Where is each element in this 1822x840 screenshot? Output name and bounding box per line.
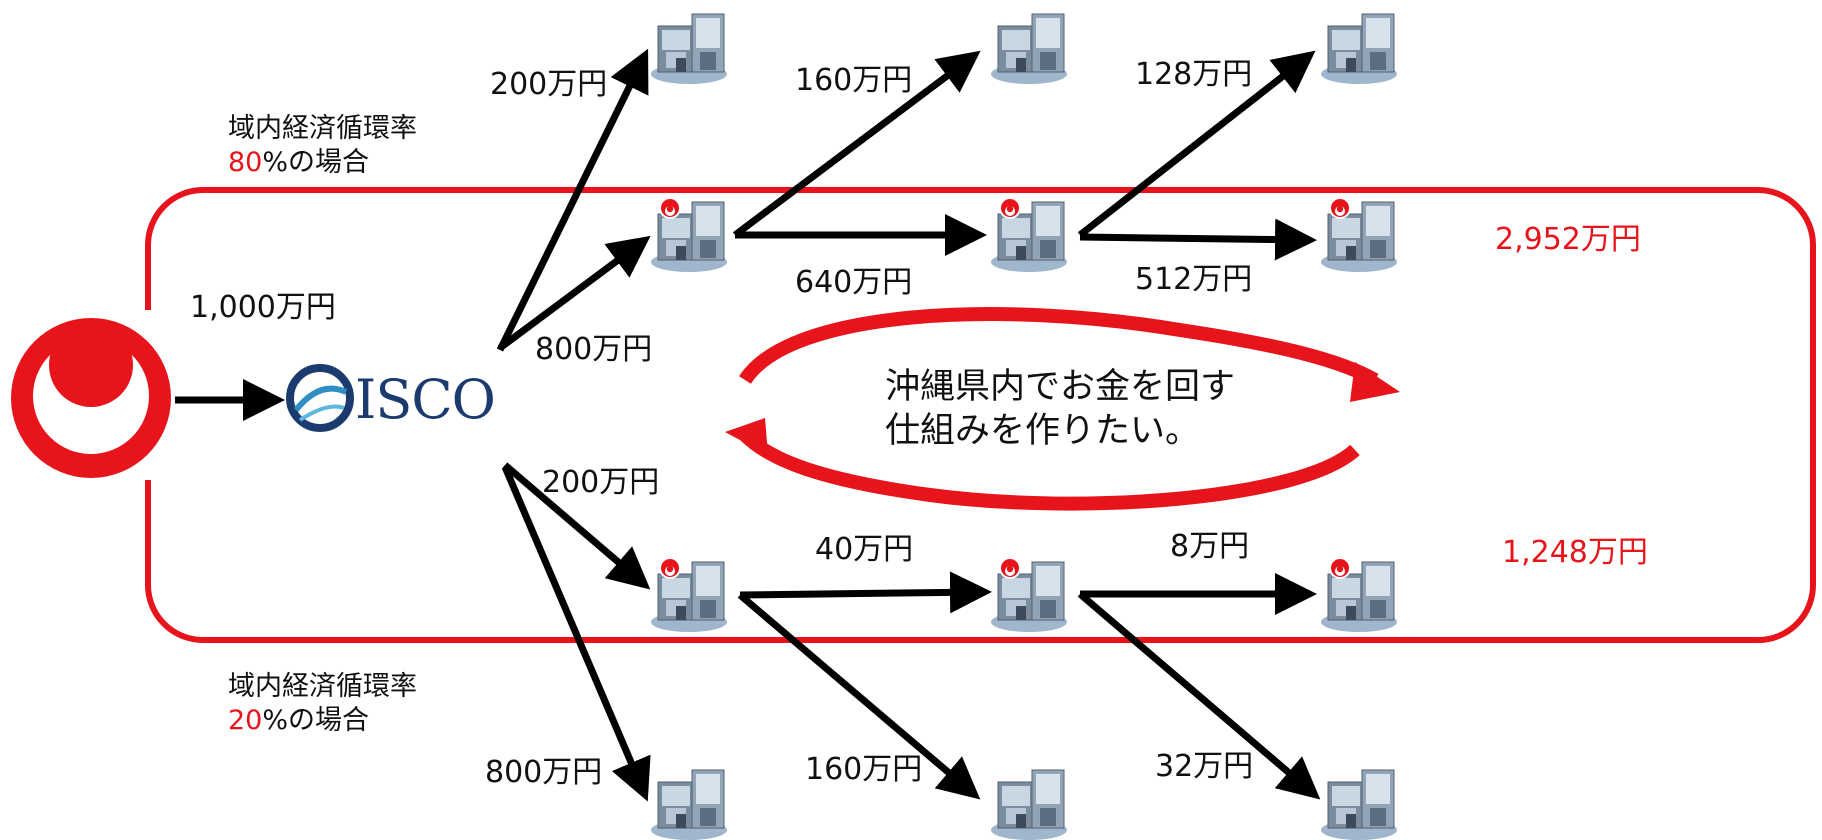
arrow-out-32 bbox=[1077, 591, 1321, 800]
center-message: 沖縄県内でお金を回す 仕組みを作りたい。 bbox=[885, 365, 1235, 453]
flow-label: 160万円 bbox=[795, 63, 913, 98]
office-building-icon bbox=[990, 13, 1068, 85]
flow-label: 200万円 bbox=[542, 465, 660, 500]
arrow-isco-in-800 bbox=[497, 235, 651, 351]
flow-label: 128万円 bbox=[1135, 57, 1253, 92]
scenario-20-total: 1,248万円 bbox=[1502, 535, 1648, 570]
flow-label: 40万円 bbox=[815, 532, 914, 567]
flow-label: 32万円 bbox=[1155, 749, 1254, 784]
arrow-out-160 bbox=[732, 50, 981, 238]
okinawa-office-building-icon bbox=[651, 198, 727, 272]
okinawa-office-building-icon bbox=[991, 198, 1067, 272]
arrow-out-160-b bbox=[737, 592, 981, 800]
arrow-isco-in-200 bbox=[502, 462, 651, 590]
caption-title: 域内経済循環率 bbox=[228, 113, 417, 144]
center-message-line1: 沖縄県内でお金を回す bbox=[885, 367, 1236, 407]
arrow-isco-out-200 bbox=[496, 48, 649, 352]
flow-label: 8万円 bbox=[1170, 529, 1250, 564]
input-amount: 1,000万円 bbox=[190, 290, 336, 325]
rate-percent: 20 bbox=[228, 705, 263, 736]
scenario-80-total: 2,952万円 bbox=[1495, 222, 1641, 257]
okinawa-office-building-icon bbox=[651, 558, 727, 632]
isco-logo-mark bbox=[286, 364, 354, 432]
office-building-icon bbox=[650, 13, 728, 85]
flow-label: 640万円 bbox=[795, 265, 913, 300]
flow-arrows bbox=[175, 48, 1321, 802]
caption-rate: 20%の場合 bbox=[228, 704, 417, 738]
flow-label: 800万円 bbox=[485, 755, 603, 790]
arrow-in-40 bbox=[739, 571, 992, 614]
flow-label: 160万円 bbox=[805, 752, 923, 787]
okinawa-office-building-icon bbox=[1321, 198, 1397, 272]
isco-logo-text: ISCO bbox=[355, 368, 496, 431]
arrow-isco-out-800 bbox=[501, 465, 651, 802]
office-building-icon bbox=[1320, 769, 1398, 840]
caption-rate: 80%の場合 bbox=[228, 146, 417, 180]
office-building-icon bbox=[990, 769, 1068, 840]
office-building-icon bbox=[650, 769, 728, 840]
arrow-in-512 bbox=[1079, 218, 1317, 261]
okinawa-logo bbox=[11, 310, 175, 480]
scenario-20-caption: 域内経済循環率 20%の場合 bbox=[228, 670, 417, 738]
okinawa-office-building-icon bbox=[991, 558, 1067, 632]
scenario-80-caption: 域内経済循環率 80%の場合 bbox=[228, 112, 417, 180]
circulation-swoosh bbox=[720, 307, 1400, 511]
caption-suffix: %の場合 bbox=[262, 705, 370, 736]
okinawa-office-building-icon bbox=[1321, 558, 1397, 632]
caption-suffix: %の場合 bbox=[262, 147, 370, 178]
flow-label: 512万円 bbox=[1135, 262, 1253, 297]
flow-label: 200万円 bbox=[490, 67, 608, 102]
center-message-line2: 仕組みを作りたい。 bbox=[885, 411, 1201, 451]
office-building-icon bbox=[1320, 13, 1398, 85]
flow-label: 800万円 bbox=[535, 332, 653, 367]
arrow-out-128 bbox=[1077, 50, 1316, 238]
caption-title: 域内経済循環率 bbox=[228, 671, 417, 702]
rate-percent: 80 bbox=[228, 147, 263, 178]
